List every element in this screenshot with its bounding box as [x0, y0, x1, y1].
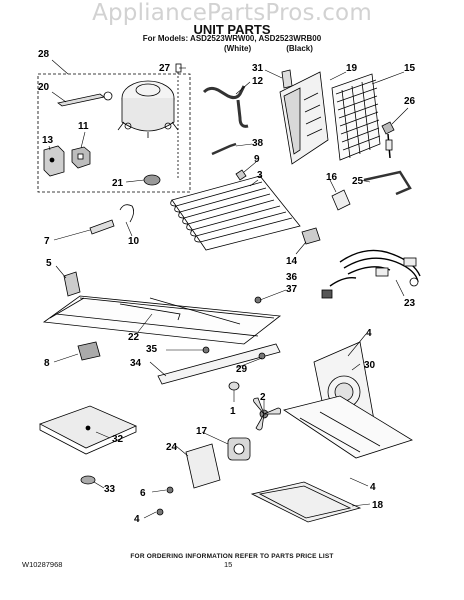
coil-part-3	[170, 175, 301, 251]
page-title: UNIT PARTS	[193, 22, 271, 37]
callout-29: 29	[236, 364, 248, 375]
callout-11: 11	[78, 121, 89, 132]
condenser-coil-part-15	[331, 73, 381, 161]
bracket-part-5	[63, 271, 81, 297]
fan-blade-part-2	[253, 397, 282, 431]
tube-part-12	[202, 85, 249, 128]
callout-12: 12	[252, 76, 264, 87]
sensor-part-26	[381, 121, 395, 159]
callout-4-right: 4	[370, 482, 376, 493]
tube-part-38	[211, 142, 237, 156]
tube-part-25	[363, 170, 412, 196]
callout-13: 13	[42, 135, 54, 146]
callout-34: 34	[130, 358, 142, 369]
callout-5: 5	[46, 258, 52, 269]
base-frame-part-22	[42, 295, 282, 345]
cover-part-11	[71, 146, 91, 169]
screw-part-29	[258, 352, 266, 360]
document-number: W10287968	[22, 560, 63, 569]
bracket-part-24	[185, 443, 221, 489]
callout-8: 8	[44, 358, 50, 369]
drain-pan-part-32	[39, 405, 137, 455]
overload-part-20	[57, 91, 113, 107]
pad-part-8	[77, 341, 101, 361]
callout-30: 30	[364, 360, 376, 371]
callout-38: 38	[252, 138, 264, 149]
relay-part-13	[43, 145, 65, 177]
callout-9: 9	[254, 154, 260, 165]
callout-10: 10	[128, 236, 140, 247]
callout-33: 33	[104, 484, 116, 495]
callout-25: 25	[352, 176, 364, 187]
callout-24: 24	[166, 442, 178, 453]
callout-3: 3	[257, 170, 263, 181]
watermark: AppliancePartsPros.com	[92, 0, 372, 26]
callout-4-upper: 4	[366, 328, 372, 339]
bracket-part-31	[281, 69, 293, 89]
page-number: 15	[224, 560, 233, 569]
grommet-part-21	[143, 174, 161, 186]
machine-base-part	[283, 395, 413, 459]
callout-18: 18	[372, 500, 384, 511]
clip-part-16	[331, 189, 351, 211]
screw-part-4	[156, 508, 164, 516]
rail-part-34	[157, 343, 281, 385]
clip-part-9	[235, 169, 247, 181]
callout-28: 28	[38, 49, 50, 60]
callout-16: 16	[326, 172, 338, 183]
tray-part-18	[250, 481, 362, 523]
wiring-harness-part-23	[321, 249, 421, 299]
callout-26: 26	[404, 96, 416, 107]
ordering-note: FOR ORDERING INFORMATION REFER TO PARTS …	[130, 553, 334, 560]
foot-part-33	[80, 475, 96, 485]
callout-2: 2	[260, 392, 266, 403]
callout-7: 7	[44, 236, 50, 247]
callout-32: 32	[112, 434, 124, 445]
condenser-cover-part-19	[279, 71, 329, 165]
callout-20: 20	[38, 82, 50, 93]
callout-37: 37	[286, 284, 298, 295]
fan-motor-part-17	[227, 437, 251, 461]
callout-17: 17	[196, 426, 208, 437]
capacitor-part-7	[89, 219, 115, 235]
compressor-part	[117, 80, 179, 138]
callout-6: 6	[140, 488, 146, 499]
screw-part-27	[175, 63, 182, 180]
color-variants: (White) (Black)	[224, 44, 384, 53]
variant-black-label: (Black)	[286, 44, 313, 53]
callout-14: 14	[286, 256, 298, 267]
callout-35: 35	[146, 344, 158, 355]
callout-1: 1	[230, 406, 236, 417]
callout-31: 31	[252, 63, 264, 74]
wire-part-10	[119, 204, 134, 223]
callout-4-lower: 4	[134, 514, 140, 525]
callout-36: 36	[286, 272, 298, 283]
grommet-part-1	[228, 381, 240, 391]
callout-22: 22	[128, 332, 140, 343]
leader-lines	[48, 59, 409, 519]
callout-23: 23	[404, 298, 416, 309]
variant-white-label: (White)	[224, 44, 252, 53]
callout-21: 21	[112, 178, 124, 189]
model-numbers: For Models: ASD2523WRW00, ASD2523WRB00	[142, 34, 322, 43]
compressor-group-box	[37, 73, 191, 193]
bracket-part-14	[301, 227, 321, 245]
callout-27: 27	[159, 63, 171, 74]
callout-15: 15	[404, 63, 416, 74]
screw-part-37	[254, 296, 262, 304]
screw-part-6	[166, 486, 174, 494]
callout-19: 19	[346, 63, 358, 74]
